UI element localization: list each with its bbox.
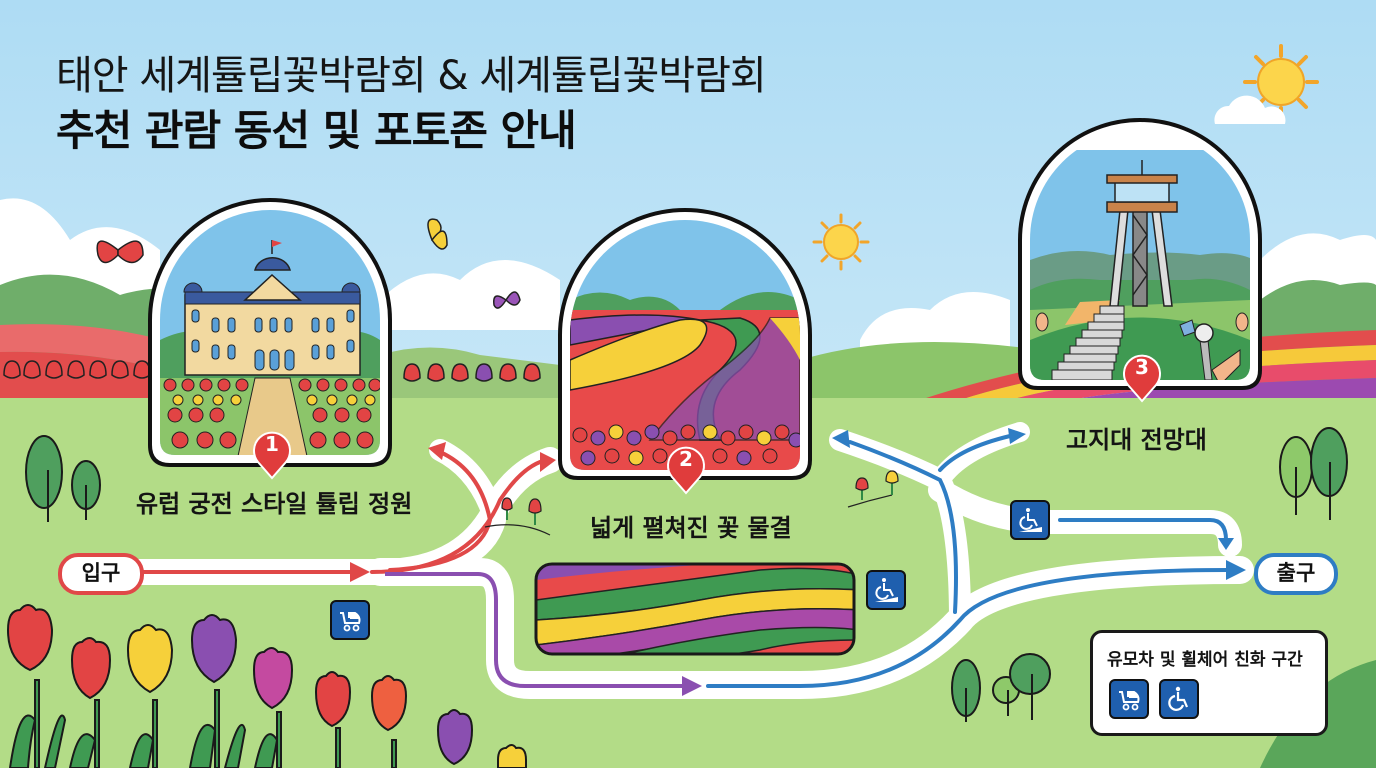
legend-icons <box>1109 679 1199 719</box>
photo-zone-3-observatory <box>1018 118 1262 403</box>
legend-box: 유모차 및 휠체어 친화 구간 <box>1090 630 1328 736</box>
header: 태안 세계튤립꽃박람회 & 세계튤립꽃박람회 추천 관람 동선 및 포토존 안내 <box>56 50 767 160</box>
route-red <box>134 450 542 574</box>
arrow-icon <box>540 452 556 472</box>
butterfly-icon <box>427 218 448 250</box>
photo-zone-2-label[interactable]: 넓게 펼쳐진 꽃 물결 <box>590 514 792 542</box>
butterfly-icon <box>96 240 144 264</box>
arrow-icon <box>428 442 446 460</box>
photo-zone-2-flower-wave <box>558 208 812 495</box>
arrow-down-icon <box>1218 538 1234 550</box>
arrow-right-icon <box>350 562 370 582</box>
stroller-badge <box>330 600 370 640</box>
flower-field-bed <box>536 564 854 654</box>
tulip-decoration <box>484 470 899 536</box>
page-title: 태안 세계튤립꽃박람회 & 세계튤립꽃박람회 <box>56 53 767 99</box>
legend-stroller-badge <box>1109 679 1149 719</box>
pin-number-2[interactable]: 2 <box>679 447 693 471</box>
arrow-icon <box>1008 428 1026 444</box>
wheelchair-ramp-badge <box>1010 500 1050 540</box>
pin-number-1[interactable]: 1 <box>265 432 279 456</box>
stroller-icon <box>1119 691 1140 711</box>
map-pin-3 <box>1123 354 1161 403</box>
route-blue <box>706 434 1230 688</box>
page-subtitle: 추천 관람 동선 및 포토존 안내 <box>56 106 577 155</box>
exit-marker[interactable]: 출구 <box>1254 553 1338 595</box>
photo-zone-1-label[interactable]: 유럽 궁전 스타일 튤립 정원 <box>136 490 413 518</box>
arrow-right-icon <box>1226 560 1246 580</box>
arrow-right-icon <box>682 676 702 696</box>
entry-marker[interactable]: 입구 <box>58 553 144 595</box>
arrow-icon <box>832 430 850 448</box>
wheelchair-ramp-icon <box>875 578 898 602</box>
map-pin-2 <box>667 446 705 495</box>
tulip-row <box>3 360 541 382</box>
legend-wheelchair-badge <box>1159 679 1199 719</box>
route-purple <box>385 572 685 688</box>
photo-zone-3-label[interactable]: 고지대 전망대 <box>1066 426 1207 454</box>
sun-icon <box>1214 44 1319 124</box>
wheelchair-ramp-icon <box>1019 508 1042 532</box>
tree-icon <box>25 427 1348 722</box>
foreground-tulips <box>6 604 527 768</box>
pin-number-3[interactable]: 3 <box>1135 355 1149 379</box>
legend-title: 유모차 및 휠체어 친화 구간 <box>1107 650 1303 670</box>
butterfly-icon <box>493 291 521 309</box>
wheelchair-icon <box>1168 686 1189 711</box>
map-pin-1 <box>253 431 291 480</box>
stroller-icon <box>340 612 361 632</box>
photo-zone-1-palace <box>148 198 392 480</box>
sun-icon <box>812 213 870 271</box>
wheelchair-ramp-badge <box>866 570 906 610</box>
